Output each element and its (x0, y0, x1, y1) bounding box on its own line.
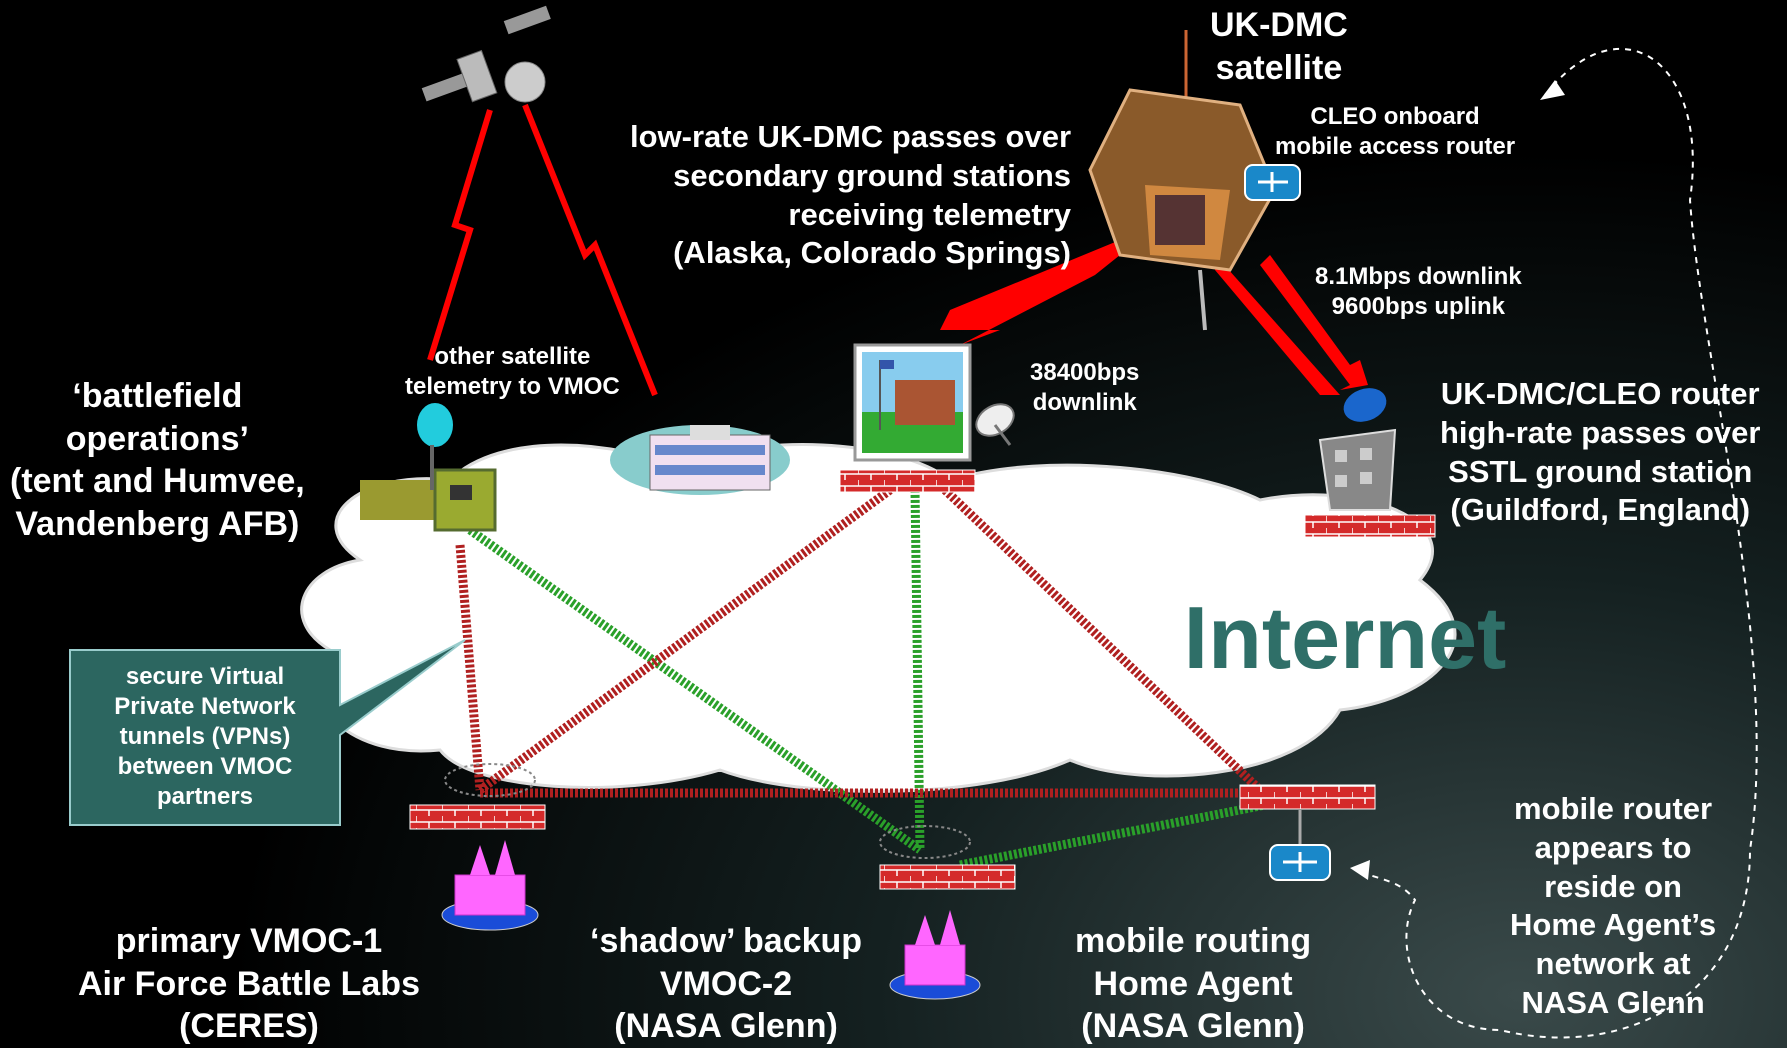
vpn-link-green (910, 489, 925, 851)
ground-station-picture (853, 343, 972, 462)
firewall-icon (409, 804, 546, 830)
uk-dmc-satellite (1088, 30, 1277, 331)
tunnel-endpoint (444, 763, 536, 797)
internet-label: Internet (1184, 588, 1507, 687)
vpn-link-red (455, 544, 485, 791)
vmoc2-castle-icon (889, 910, 981, 1000)
cleo-router-icon (1244, 164, 1301, 201)
firewall-icon (879, 864, 1016, 890)
sstl-ground-station-icon (1318, 388, 1397, 511)
vpn-link-green (959, 800, 1266, 870)
office-building-icon (610, 425, 790, 495)
vpn-link-red (941, 486, 1264, 794)
tunnel-endpoint (879, 825, 971, 859)
vmoc1-castle-icon (441, 840, 539, 931)
satellite-dish-icon (975, 403, 1015, 446)
telemetry-satellite (421, 5, 551, 103)
firewall-icon (1239, 784, 1376, 810)
vpn-callout-box (69, 639, 466, 826)
radio-link (427, 109, 493, 361)
radio-link-arrow (940, 240, 1120, 345)
radio-link (522, 103, 658, 397)
home-agent-router-icon (1269, 810, 1331, 881)
battlefield-tent-icon (360, 403, 497, 532)
firewall-icon (839, 469, 976, 493)
firewall-icon (1304, 514, 1436, 538)
